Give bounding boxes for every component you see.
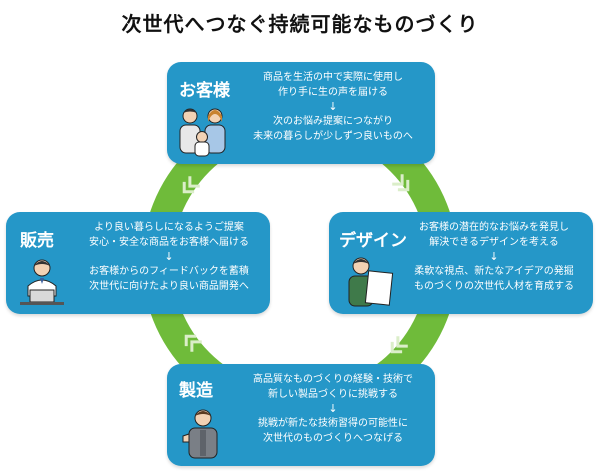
- manufacturing-card: 製造 高品質なものづくりの経験・技術で 新しい製品づくりに挑戦する ↓ 挑戦が新…: [167, 364, 435, 466]
- customer-line-4: 未来の暮らしが少しずつ良いものへ: [253, 131, 413, 142]
- sales-line-3: お客様からのフィードバックを蓄積: [89, 266, 249, 277]
- chevron-icon-bottom-left: [184, 334, 202, 352]
- design-text: お客様の潜在的なお悩みを発見し 解決できるデザインを考える ↓ 柔軟な視点、新た…: [401, 220, 587, 294]
- manufacturing-label: 製造: [179, 381, 213, 401]
- sales-text: より良い暮らしになるようご提案 安心・安全な商品をお客様へ届ける ↓ お客様から…: [74, 220, 264, 294]
- family-icon: [179, 108, 226, 157]
- chevron-icon-bottom-right: [390, 336, 408, 354]
- down-arrow-icon: ↓: [489, 250, 499, 263]
- design-line-4: ものづくりの次世代人材を育成する: [414, 281, 574, 292]
- chevron-icon-top-right: [392, 174, 410, 192]
- worker-icon: [182, 409, 218, 459]
- manufacturing-line-3: 挑戦が新たな技術習得の可能性に: [258, 418, 408, 429]
- design-line-2: 解決できるデザインを考える: [429, 237, 559, 248]
- design-line-3: 柔軟な視点、新たなアイデアの発掘: [414, 266, 574, 277]
- sales-line-2: 安心・安全な商品をお客様へ届ける: [89, 237, 249, 248]
- sales-label: 販売: [20, 231, 54, 251]
- salesperson-icon: [20, 259, 64, 305]
- sales-line-1: より良い暮らしになるようご提案: [94, 222, 244, 233]
- sales-line-4: 次世代に向けたより良い商品開発へ: [89, 281, 249, 292]
- customer-text: 商品を生活の中で実際に使用し 作り手に生の声を届ける ↓ 次のお悩み提案につなが…: [237, 70, 429, 144]
- customer-line-3: 次のお悩み提案につながり: [273, 116, 393, 127]
- manufacturing-line-4: 次世代のものづくりへつなげる: [263, 433, 403, 444]
- page-title: 次世代へつなぐ持続可能なものづくり: [121, 12, 479, 36]
- manufacturing-line-2: 新しい製品づくりに挑戦する: [268, 389, 398, 400]
- chevron-icon-top-left: [182, 176, 200, 194]
- manufacturing-line-1: 高品質なものづくりの経験・技術で: [253, 374, 413, 385]
- customer-card: お客様 商品を生活の中で実際に使用し 作り手に生の声を届ける ↓ 次のお悩み提案…: [167, 62, 435, 164]
- customer-label: お客様: [179, 81, 230, 101]
- down-arrow-icon: ↓: [328, 100, 338, 113]
- down-arrow-icon: ↓: [164, 250, 174, 263]
- down-arrow-icon: ↓: [328, 402, 338, 415]
- sales-card: 販売 より良い暮らしになるようご提案 安心・安全な商品をお客様へ届ける ↓ お客…: [6, 212, 270, 314]
- manufacturing-text: 高品質なものづくりの経験・技術で 新しい製品づくりに挑戦する ↓ 挑戦が新たな技…: [237, 372, 429, 446]
- design-label: デザイン: [339, 231, 407, 251]
- customer-line-1: 商品を生活の中で実際に使用し: [263, 72, 403, 83]
- customer-line-2: 作り手に生の声を届ける: [278, 87, 388, 98]
- design-card: デザイン お客様の潜在的なお悩みを発見し 解決できるデザインを考える ↓ 柔軟な…: [329, 212, 593, 314]
- designer-icon: [348, 257, 394, 307]
- design-line-1: お客様の潜在的なお悩みを発見し: [419, 222, 569, 233]
